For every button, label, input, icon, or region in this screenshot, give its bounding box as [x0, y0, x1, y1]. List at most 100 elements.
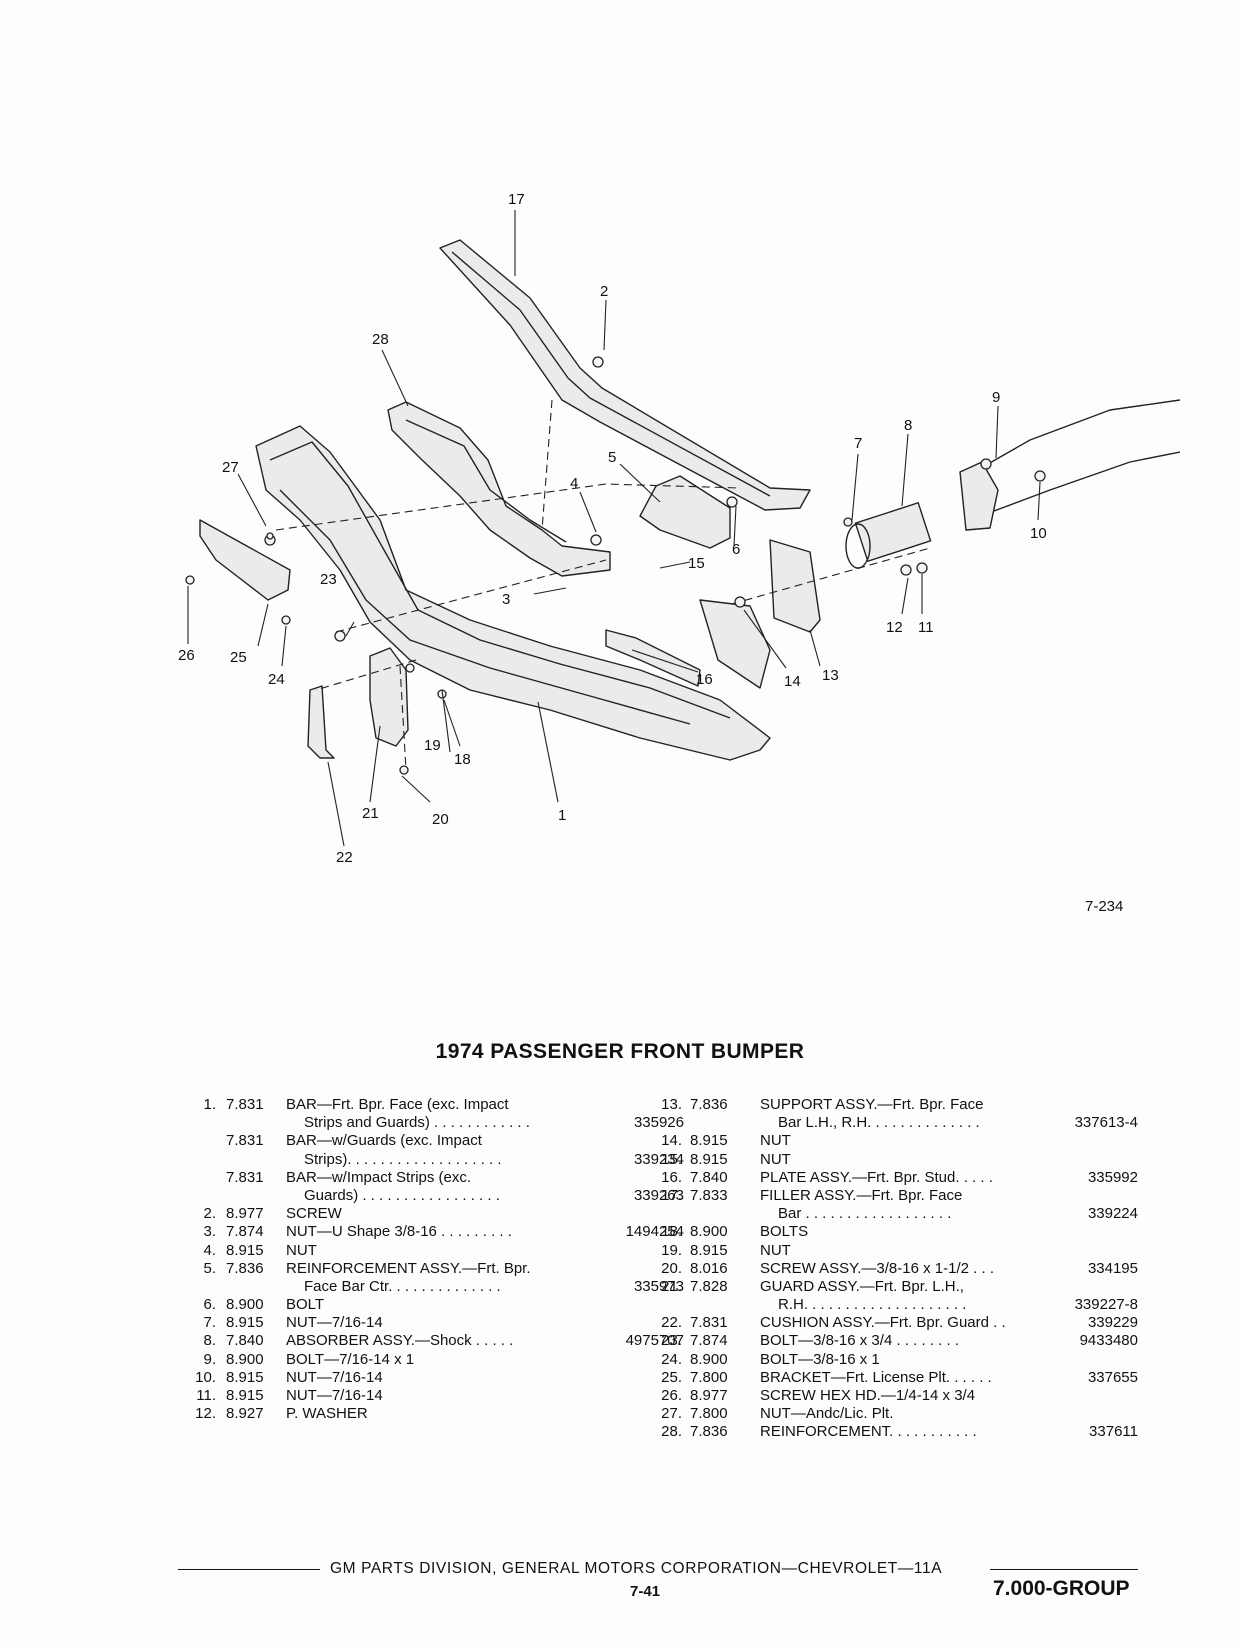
item-number: 26. [661, 1387, 682, 1404]
group-number: 8.915 [226, 1387, 264, 1404]
group-number: 7.831 [226, 1096, 264, 1113]
item-description: NUT—7/16-14 [286, 1368, 383, 1386]
callout-20: 20 [432, 811, 449, 828]
callout-16: 16 [696, 671, 713, 688]
group-number: 8.977 [226, 1205, 264, 1223]
bumper-guard [369, 647, 409, 747]
parts-row: Strips and Guards) . . . . . . . . . . .… [182, 1114, 684, 1132]
item-number: 14. [661, 1132, 682, 1150]
item-description: ABSORBER ASSY.—Shock . . . . . [286, 1332, 514, 1350]
group-number: 7.840 [226, 1332, 264, 1350]
callout-14: 14 [784, 673, 801, 690]
parts-row: R.H. . . . . . . . . . . . . . . . . . .… [652, 1296, 1138, 1314]
filler-assembly [439, 239, 811, 511]
callout-1: 1 [558, 807, 566, 824]
item-number: 13. [661, 1096, 682, 1113]
item-number: 11. [196, 1387, 216, 1404]
group-number: 8.915 [226, 1368, 264, 1386]
group-number: 7.828 [690, 1277, 728, 1295]
group-number: 8.927 [226, 1405, 264, 1423]
part-number: 335926 [633, 1114, 684, 1132]
item-description: Face Bar Ctr. . . . . . . . . . . . . . [304, 1277, 501, 1295]
group-number: 7.874 [226, 1223, 264, 1241]
group-number: 8.016 [690, 1259, 728, 1277]
item-number: 12. [195, 1405, 216, 1423]
item-description: GUARD ASSY.—Frt. Bpr. L.H., [760, 1277, 964, 1295]
item-number: 19. [661, 1241, 682, 1259]
item-description: NUT—Andc/Lic. Plt. [760, 1405, 894, 1423]
item-description: NUT—U Shape 3/8-16 . . . . . . . . . [286, 1223, 512, 1241]
part-number: 335992 [1087, 1168, 1138, 1186]
parts-row: 19. 8.915 NUT [652, 1242, 1138, 1260]
callout-26: 26 [178, 647, 195, 664]
item-number: 16. [661, 1168, 682, 1186]
item-description: FILLER ASSY.—Frt. Bpr. Face [760, 1186, 963, 1204]
part-number: 339227-8 [1074, 1296, 1138, 1314]
item-description: Strips). . . . . . . . . . . . . . . . .… [304, 1150, 502, 1168]
exploded-parts-diagram: 17 2 28 27 5 4 6 7 8 9 10 12 11 13 14 15… [178, 191, 1180, 866]
item-description: BRACKET—Frt. License Plt. . . . . . [760, 1368, 992, 1386]
footer-rule-right [990, 1569, 1138, 1570]
frame-rail [959, 399, 1180, 521]
footer-text: GM PARTS DIVISION, GENERAL MOTORS CORPOR… [330, 1560, 943, 1577]
part-number: 4975707 [625, 1332, 684, 1350]
callout-3: 3 [502, 591, 510, 608]
group-number: 7.840 [690, 1168, 728, 1186]
group-number: 7.800 [690, 1405, 728, 1423]
group-number: 7.874 [690, 1332, 728, 1350]
item-number: 21. [661, 1277, 682, 1295]
group-number: 8.900 [690, 1350, 728, 1368]
group-number: 7.833 [690, 1186, 728, 1204]
callout-2: 2 [600, 283, 608, 300]
part-number: 334195 [1087, 1259, 1138, 1277]
callout-10: 10 [1030, 525, 1047, 542]
item-description: BOLTS [760, 1223, 809, 1241]
callout-22: 22 [336, 849, 353, 866]
group-number: 8.915 [690, 1241, 728, 1259]
item-description: SCREW ASSY.—3/8-16 x 1-1/2 . . . [760, 1259, 994, 1277]
item-description: BOLT [286, 1296, 325, 1314]
item-description: NUT [760, 1241, 791, 1259]
item-number: 17. [661, 1186, 682, 1204]
part-number: 337655 [1087, 1368, 1138, 1386]
item-number: 2. [203, 1205, 216, 1223]
item-description: NUT [286, 1241, 317, 1259]
item-number: 5. [203, 1259, 216, 1277]
item-description: BOLT—3/8-16 x 1 [760, 1350, 880, 1368]
callout-8: 8 [904, 417, 912, 434]
part-number: 339224 [1087, 1205, 1138, 1223]
item-description: SCREW HEX HD.—1/4-14 x 3/4 [760, 1387, 976, 1404]
item-number: 22. [661, 1314, 682, 1332]
item-description: BAR—Frt. Bpr. Face (exc. Impact [286, 1096, 509, 1113]
item-number: 23. [661, 1332, 682, 1350]
stud-plate [605, 629, 701, 687]
license-bracket [199, 519, 291, 601]
item-number: 25. [661, 1368, 682, 1386]
shock-absorber [854, 502, 932, 562]
parts-row: Guards) . . . . . . . . . . . . . . . . … [182, 1187, 684, 1205]
group-number: 8.900 [226, 1350, 264, 1368]
footer-rule-left [178, 1569, 320, 1570]
item-number: 8. [203, 1332, 216, 1350]
parts-row: Bar . . . . . . . . . . . . . . . . . .3… [652, 1205, 1138, 1223]
item-number: 3. [203, 1223, 216, 1241]
callout-27: 27 [222, 459, 239, 476]
